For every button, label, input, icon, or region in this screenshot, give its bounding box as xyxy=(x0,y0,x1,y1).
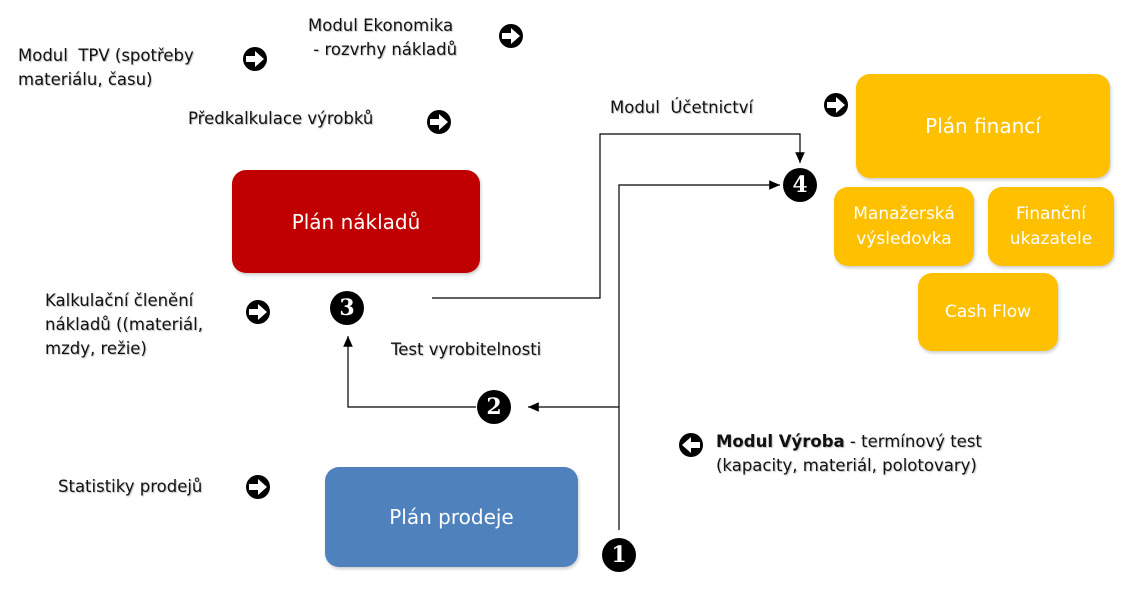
connector-3-to-4 xyxy=(432,133,805,299)
cash-flow-box: Cash Flow xyxy=(918,273,1058,351)
step-3-badge: 3 xyxy=(330,291,364,325)
vyroba-line2: (kapacity, materiál, polotovary) xyxy=(716,456,977,475)
arrow-right-circle-icon xyxy=(246,475,270,499)
tpv-label: Modul TPV (spotřeby materiálu, času) xyxy=(18,46,194,89)
vyroba-bold: Modul Výroba xyxy=(716,432,845,451)
financni-ukazatele-box: Finanční ukazatele xyxy=(988,187,1114,266)
arrow-right-circle-icon xyxy=(499,24,523,48)
manazerska-vysledovka-box: Manažerská výsledovka xyxy=(834,187,974,266)
statistiky-label: Statistiky prodejů xyxy=(58,477,203,496)
arrow-right-circle-icon xyxy=(243,47,267,71)
arrow-left-circle-icon xyxy=(679,433,703,457)
plan-prodeje-box: Plán prodeje xyxy=(325,467,578,567)
kalkulacni-label: Kalkulační členění nákladů ((materiál, m… xyxy=(45,291,203,358)
step-2-badge: 2 xyxy=(477,390,511,424)
predkalkulace-label: Předkalkulace výrobků xyxy=(188,109,374,128)
ekonomika-label: Modul Ekonomika - rozvrhy nákladů xyxy=(308,16,458,59)
plan-financi-box: Plán financí xyxy=(856,74,1110,178)
ucetnictvi-label: Modul Účetnictví xyxy=(610,98,754,117)
arrow-right-circle-icon xyxy=(427,110,451,134)
plan-nakladu-box: Plán nákladů xyxy=(232,170,480,273)
step-1-badge: 1 xyxy=(602,538,636,572)
arrow-right-circle-icon xyxy=(246,300,270,324)
arrow-right-circle-icon xyxy=(824,93,848,117)
step-4-badge: 4 xyxy=(783,168,817,202)
test-label: Test vyrobitelnosti xyxy=(391,340,542,359)
connector-1-to-4 xyxy=(618,180,780,530)
connector-2-to-3 xyxy=(343,336,476,408)
vyroba-label: Modul Výroba - termínový test (kapacity,… xyxy=(716,430,982,478)
vyroba-rest: - termínový test xyxy=(844,432,982,451)
